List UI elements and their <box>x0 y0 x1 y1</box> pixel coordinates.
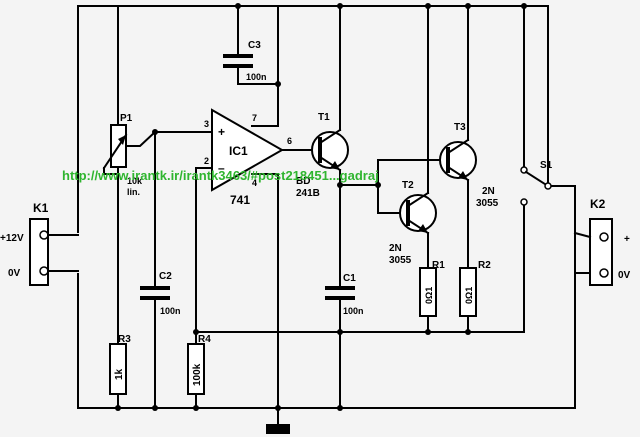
switch-s1: S1 <box>520 3 553 206</box>
connector-k2: K2 + 0V <box>547 185 631 286</box>
capacitor-c2: C2 100n <box>140 131 181 411</box>
ic1-pin3: 3 <box>204 119 209 129</box>
t1-part-2: 241B <box>296 188 320 199</box>
ic1-plus: + <box>218 125 225 139</box>
c3-value: 100n <box>246 72 267 82</box>
t3-part-2: 3055 <box>476 198 499 209</box>
r4-value: 100k <box>192 363 203 386</box>
k2-label: K2 <box>590 197 606 211</box>
k1-label: K1 <box>33 201 49 215</box>
p1-label: P1 <box>120 113 133 124</box>
ic1-part: 741 <box>230 193 250 207</box>
t2-label: T2 <box>402 180 414 191</box>
r3-label: R3 <box>118 334 131 345</box>
c2-label: C2 <box>159 271 172 282</box>
ic1-pin6: 6 <box>287 136 292 146</box>
r1-value: 0Ω1 <box>424 287 434 304</box>
c1-label: C1 <box>343 273 356 284</box>
p1-taper: lin. <box>127 187 140 197</box>
ic1-pin4: 4 <box>252 178 257 188</box>
ic1-minus: – <box>218 161 225 175</box>
bottom-rail <box>77 232 576 434</box>
r3-value: 1k <box>114 368 125 380</box>
transistor-t2: T2 2N 3055 <box>389 3 437 269</box>
capacitor-c1: C1 100n <box>325 273 364 411</box>
t1-label: T1 <box>318 112 330 123</box>
resistor-r4: R4 100k <box>187 329 341 411</box>
c1-value: 100n <box>343 306 364 316</box>
c3-label: C3 <box>248 40 261 51</box>
transistor-t1: T1 BD 241B <box>281 3 349 199</box>
t3-part-1: 2N <box>482 186 495 197</box>
wire-pin7 <box>251 5 279 127</box>
r2-label: R2 <box>478 260 491 271</box>
k1-bottom-label: 0V <box>8 268 21 279</box>
watermark-url: http://www.irantk.ir/irantk3463/#post218… <box>62 168 379 183</box>
t2-part-1: 2N <box>389 243 402 254</box>
t1-part-1: BD <box>296 176 310 187</box>
top-rail <box>77 5 549 233</box>
s1-label: S1 <box>540 160 553 171</box>
r1-label: R1 <box>432 260 445 271</box>
capacitor-c3: C3 100n <box>223 3 281 87</box>
resistor-r1: R1 0Ω1 <box>339 203 525 335</box>
connector-k1: K1 +12V 0V <box>0 201 79 286</box>
ground-symbol <box>266 424 290 434</box>
potentiometer-p1: P1 10k lin. <box>102 5 143 345</box>
resistor-r3: R3 1k <box>109 334 131 411</box>
r4-label: R4 <box>198 334 211 345</box>
t3-label: T3 <box>454 122 466 133</box>
k2-top-label: + <box>624 234 630 245</box>
t2-part-2: 3055 <box>389 255 412 266</box>
ic1-pin2: 2 <box>204 156 209 166</box>
wire-pin4 <box>251 173 279 409</box>
ic1-label: IC1 <box>229 144 248 158</box>
k2-bottom-label: 0V <box>618 270 631 281</box>
c2-value: 100n <box>160 306 181 316</box>
wire-inverting-input <box>195 167 213 333</box>
transistor-t3: T3 2N 3055 <box>439 3 499 269</box>
opamp-ic1: + – IC1 741 3 2 7 6 4 <box>204 108 292 207</box>
r2-value: 0Ω1 <box>464 287 474 304</box>
wire-t2-base <box>377 159 401 214</box>
k1-top-label: +12V <box>0 233 24 244</box>
p1-value: 10k <box>127 176 143 186</box>
resistor-r2: R2 0Ω1 <box>459 260 491 335</box>
wire-p1-wiper <box>125 131 211 147</box>
ic1-pin7: 7 <box>252 113 257 123</box>
